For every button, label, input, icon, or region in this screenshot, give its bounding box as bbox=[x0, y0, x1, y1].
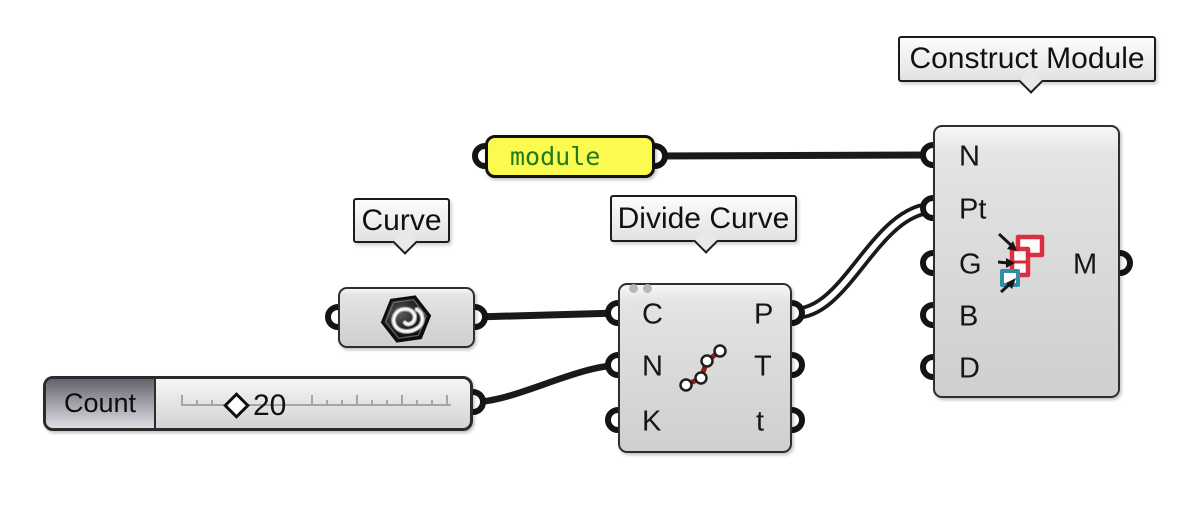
divide-curve-points-icon bbox=[679, 344, 727, 392]
divide-curve-tooltip: Divide Curve bbox=[610, 195, 797, 254]
construct-input-g-label: G bbox=[959, 248, 982, 281]
slider-ruler bbox=[181, 404, 451, 406]
text-panel[interactable]: module bbox=[485, 135, 655, 178]
construct-input-d-label: D bbox=[959, 352, 980, 385]
curve-hexagon-icon bbox=[380, 295, 432, 343]
construct-input-b-label: B bbox=[959, 300, 979, 333]
diamond-handle[interactable] bbox=[223, 392, 250, 419]
slider-ticks-right bbox=[311, 395, 452, 405]
divide-output-t-label: T bbox=[754, 350, 772, 383]
component-dot bbox=[643, 284, 652, 293]
wire-p-to-pt-core bbox=[789, 205, 937, 316]
construct-output-m-label: M bbox=[1073, 248, 1098, 281]
slider-value: 20 bbox=[253, 389, 287, 422]
curve-tooltip: Curve bbox=[353, 198, 450, 255]
construct-module-tooltip: Construct Module bbox=[898, 36, 1156, 94]
count-slider[interactable]: Count 20 bbox=[43, 376, 473, 431]
wire-module-to-n bbox=[651, 151, 938, 160]
divide-input-n-label: N bbox=[642, 350, 663, 383]
construct-input-n-label: N bbox=[959, 140, 980, 173]
divide-output-p-label: P bbox=[754, 298, 774, 331]
slider-name-tag[interactable]: Count bbox=[46, 379, 156, 428]
construct-module-tooltip-text: Construct Module bbox=[909, 42, 1145, 75]
curve-param-component[interactable] bbox=[338, 287, 475, 348]
construct-input-pt-label: Pt bbox=[959, 193, 987, 226]
slider-ticks-left bbox=[181, 395, 214, 405]
construct-module-component[interactable]: N Pt G B D M bbox=[933, 125, 1120, 398]
divide-input-k-label: K bbox=[642, 405, 662, 438]
wire-curve-to-c bbox=[471, 309, 623, 321]
divide-output-lt-label: t bbox=[756, 405, 765, 438]
text-panel-value: module bbox=[510, 142, 601, 171]
component-dot bbox=[629, 284, 638, 293]
slider-name-text: Count bbox=[63, 388, 137, 418]
wire-count-to-n bbox=[469, 361, 623, 406]
divide-curve-component[interactable]: C N K P T t bbox=[618, 283, 792, 453]
divide-input-c-label: C bbox=[642, 298, 663, 331]
construct-module-icon bbox=[998, 233, 1045, 294]
